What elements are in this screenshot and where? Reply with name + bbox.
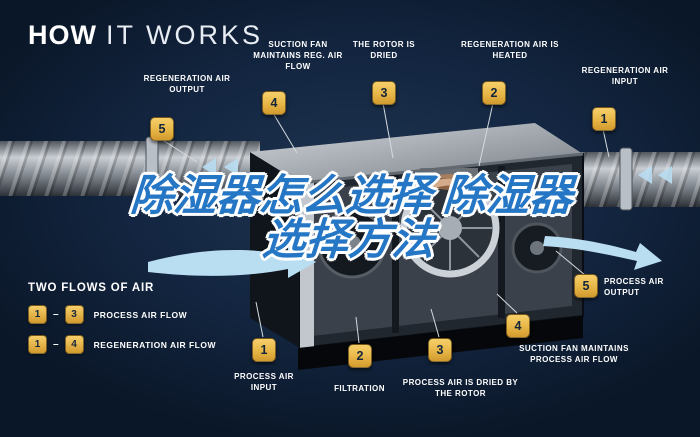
overlay-line-1: 除湿器怎么选择 除湿器 (128, 172, 575, 220)
legend-two-flows: TWO FLOWS OF AIR 1 – 3 PROCESS AIR FLOW … (28, 282, 216, 354)
callout-label-regeneration-air-heated: REGENERATION AIR IS HEATED (461, 40, 559, 60)
callout-badge-5-process-output: 5 (574, 274, 598, 298)
overlay-line-2: 选择方法 (260, 216, 437, 264)
regeneration-outflow-chevron (202, 158, 216, 176)
callout-badge-2-air-heated: 2 (482, 81, 506, 105)
overlay-chinese-title: 除湿器怎么选择 除湿器 选择方法 (0, 172, 700, 264)
legend-row-process: 1 – 3 PROCESS AIR FLOW (28, 305, 216, 324)
process-air-outflow-arrow (543, 236, 662, 270)
legend-badge-end: 3 (64, 305, 84, 324)
legend-badge-start: 1 (28, 335, 47, 354)
leader-lines (160, 102, 610, 344)
title-light: IT WORKS (105, 20, 263, 50)
regeneration-inflow-chevron (658, 166, 672, 184)
internal-flow-chevron (456, 182, 470, 198)
page-title: HOW IT WORKS (28, 20, 263, 51)
legend-label-process: PROCESS AIR FLOW (93, 309, 188, 320)
callout-badge-1-process-input: 1 (252, 338, 276, 362)
callout-label-process-air-dried: PROCESS AIR IS DRIED BY THE ROTOR (402, 378, 519, 398)
process-air-inflow-arrow (148, 246, 316, 278)
callout-label-process-air-output: PROCESS AIR OUTPUT (604, 277, 664, 297)
legend-row-regeneration: 1 – 4 REGENERATION AIR FLOW (28, 335, 216, 354)
callout-label-regeneration-air-output: REGENERATION AIR OUTPUT (143, 74, 231, 94)
callout-label-regeneration-air-input: REGENERATION AIR INPUT (581, 66, 669, 86)
title-bold: HOW (28, 20, 97, 50)
callout-label-suction-fan-reg: SUCTION FAN MAINTAINS REG. AIR FLOW (253, 40, 343, 71)
callout-badge-4-suction-process: 4 (506, 314, 530, 338)
callout-label-suction-fan-process: SUCTION FAN MAINTAINS PROCESS AIR FLOW (519, 344, 629, 364)
callout-badge-3-rotor-dried: 3 (372, 81, 396, 105)
airflow-arrows (148, 158, 672, 278)
callout-label-filtration: FILTRATION (334, 384, 385, 393)
legend-label-regeneration: REGENERATION AIR FLOW (93, 339, 216, 350)
duct-left (0, 136, 260, 200)
dehumidifier-unit (250, 123, 584, 370)
legend-dash: – (53, 339, 59, 350)
legend-badge-start: 1 (28, 305, 47, 324)
callout-label-rotor-dried: THE ROTOR IS DRIED (352, 40, 416, 60)
callout-badge-2-filtration: 2 (348, 344, 372, 368)
callout-label-process-air-input: PROCESS AIR INPUT (234, 372, 294, 392)
legend-badge-end: 4 (64, 335, 84, 354)
callout-badge-3-process-dried: 3 (428, 338, 452, 362)
regeneration-outflow-chevron (224, 158, 238, 176)
callout-badge-4-suction-reg: 4 (262, 91, 286, 115)
regeneration-inflow-chevron (638, 166, 652, 184)
callout-badge-5-regeneration-output: 5 (150, 117, 174, 141)
legend-dash: – (53, 309, 59, 320)
legend-heading: TWO FLOWS OF AIR (28, 282, 155, 294)
callout-badge-1-regeneration-input: 1 (592, 107, 616, 131)
